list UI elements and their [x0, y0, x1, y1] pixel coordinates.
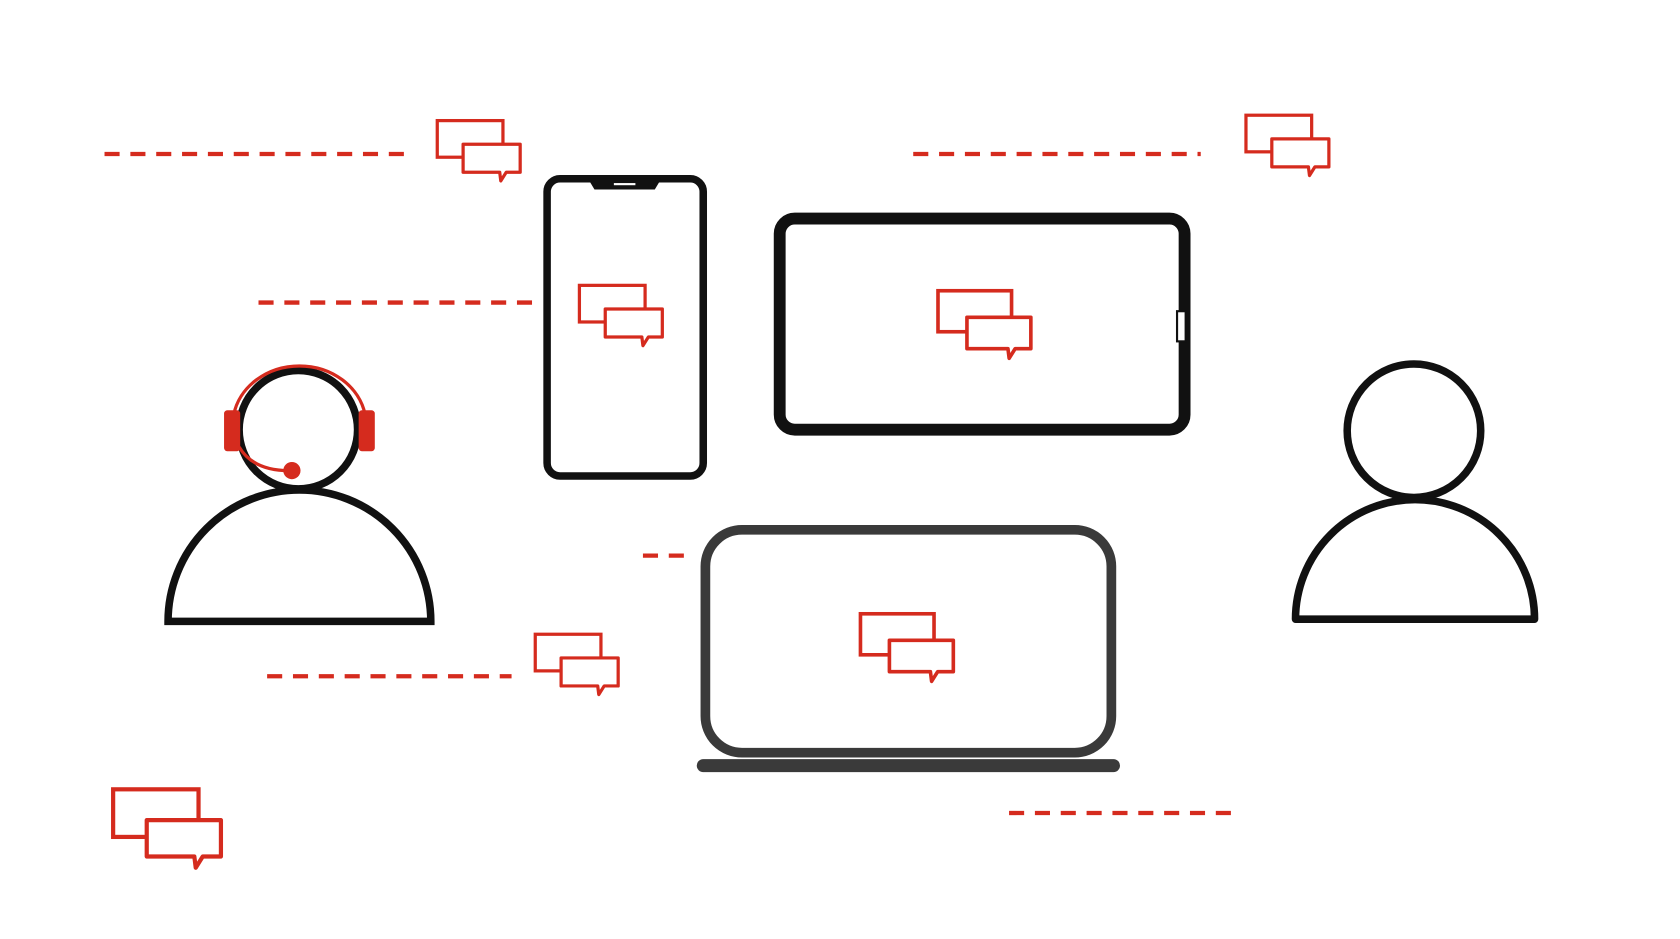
- tablet-icon: [773, 212, 1191, 436]
- chat-bubbles-icon: [111, 787, 224, 870]
- smartphone-icon: [543, 174, 708, 480]
- chat-bubbles-icon: [577, 283, 664, 348]
- chat-bubbles-icon: [936, 288, 1033, 361]
- laptop-icon: [696, 524, 1120, 773]
- headset-agent-icon: [164, 364, 435, 626]
- user-icon: [1291, 360, 1539, 623]
- chat-bubbles-icon: [435, 118, 522, 183]
- chat-bubbles-icon: [533, 632, 620, 697]
- chat-bubbles-icon: [1244, 113, 1331, 178]
- dashed-connector-lines: [104, 151, 1234, 816]
- chat-bubbles-icon: [858, 611, 956, 684]
- chat-bubbles-group: [111, 113, 1331, 870]
